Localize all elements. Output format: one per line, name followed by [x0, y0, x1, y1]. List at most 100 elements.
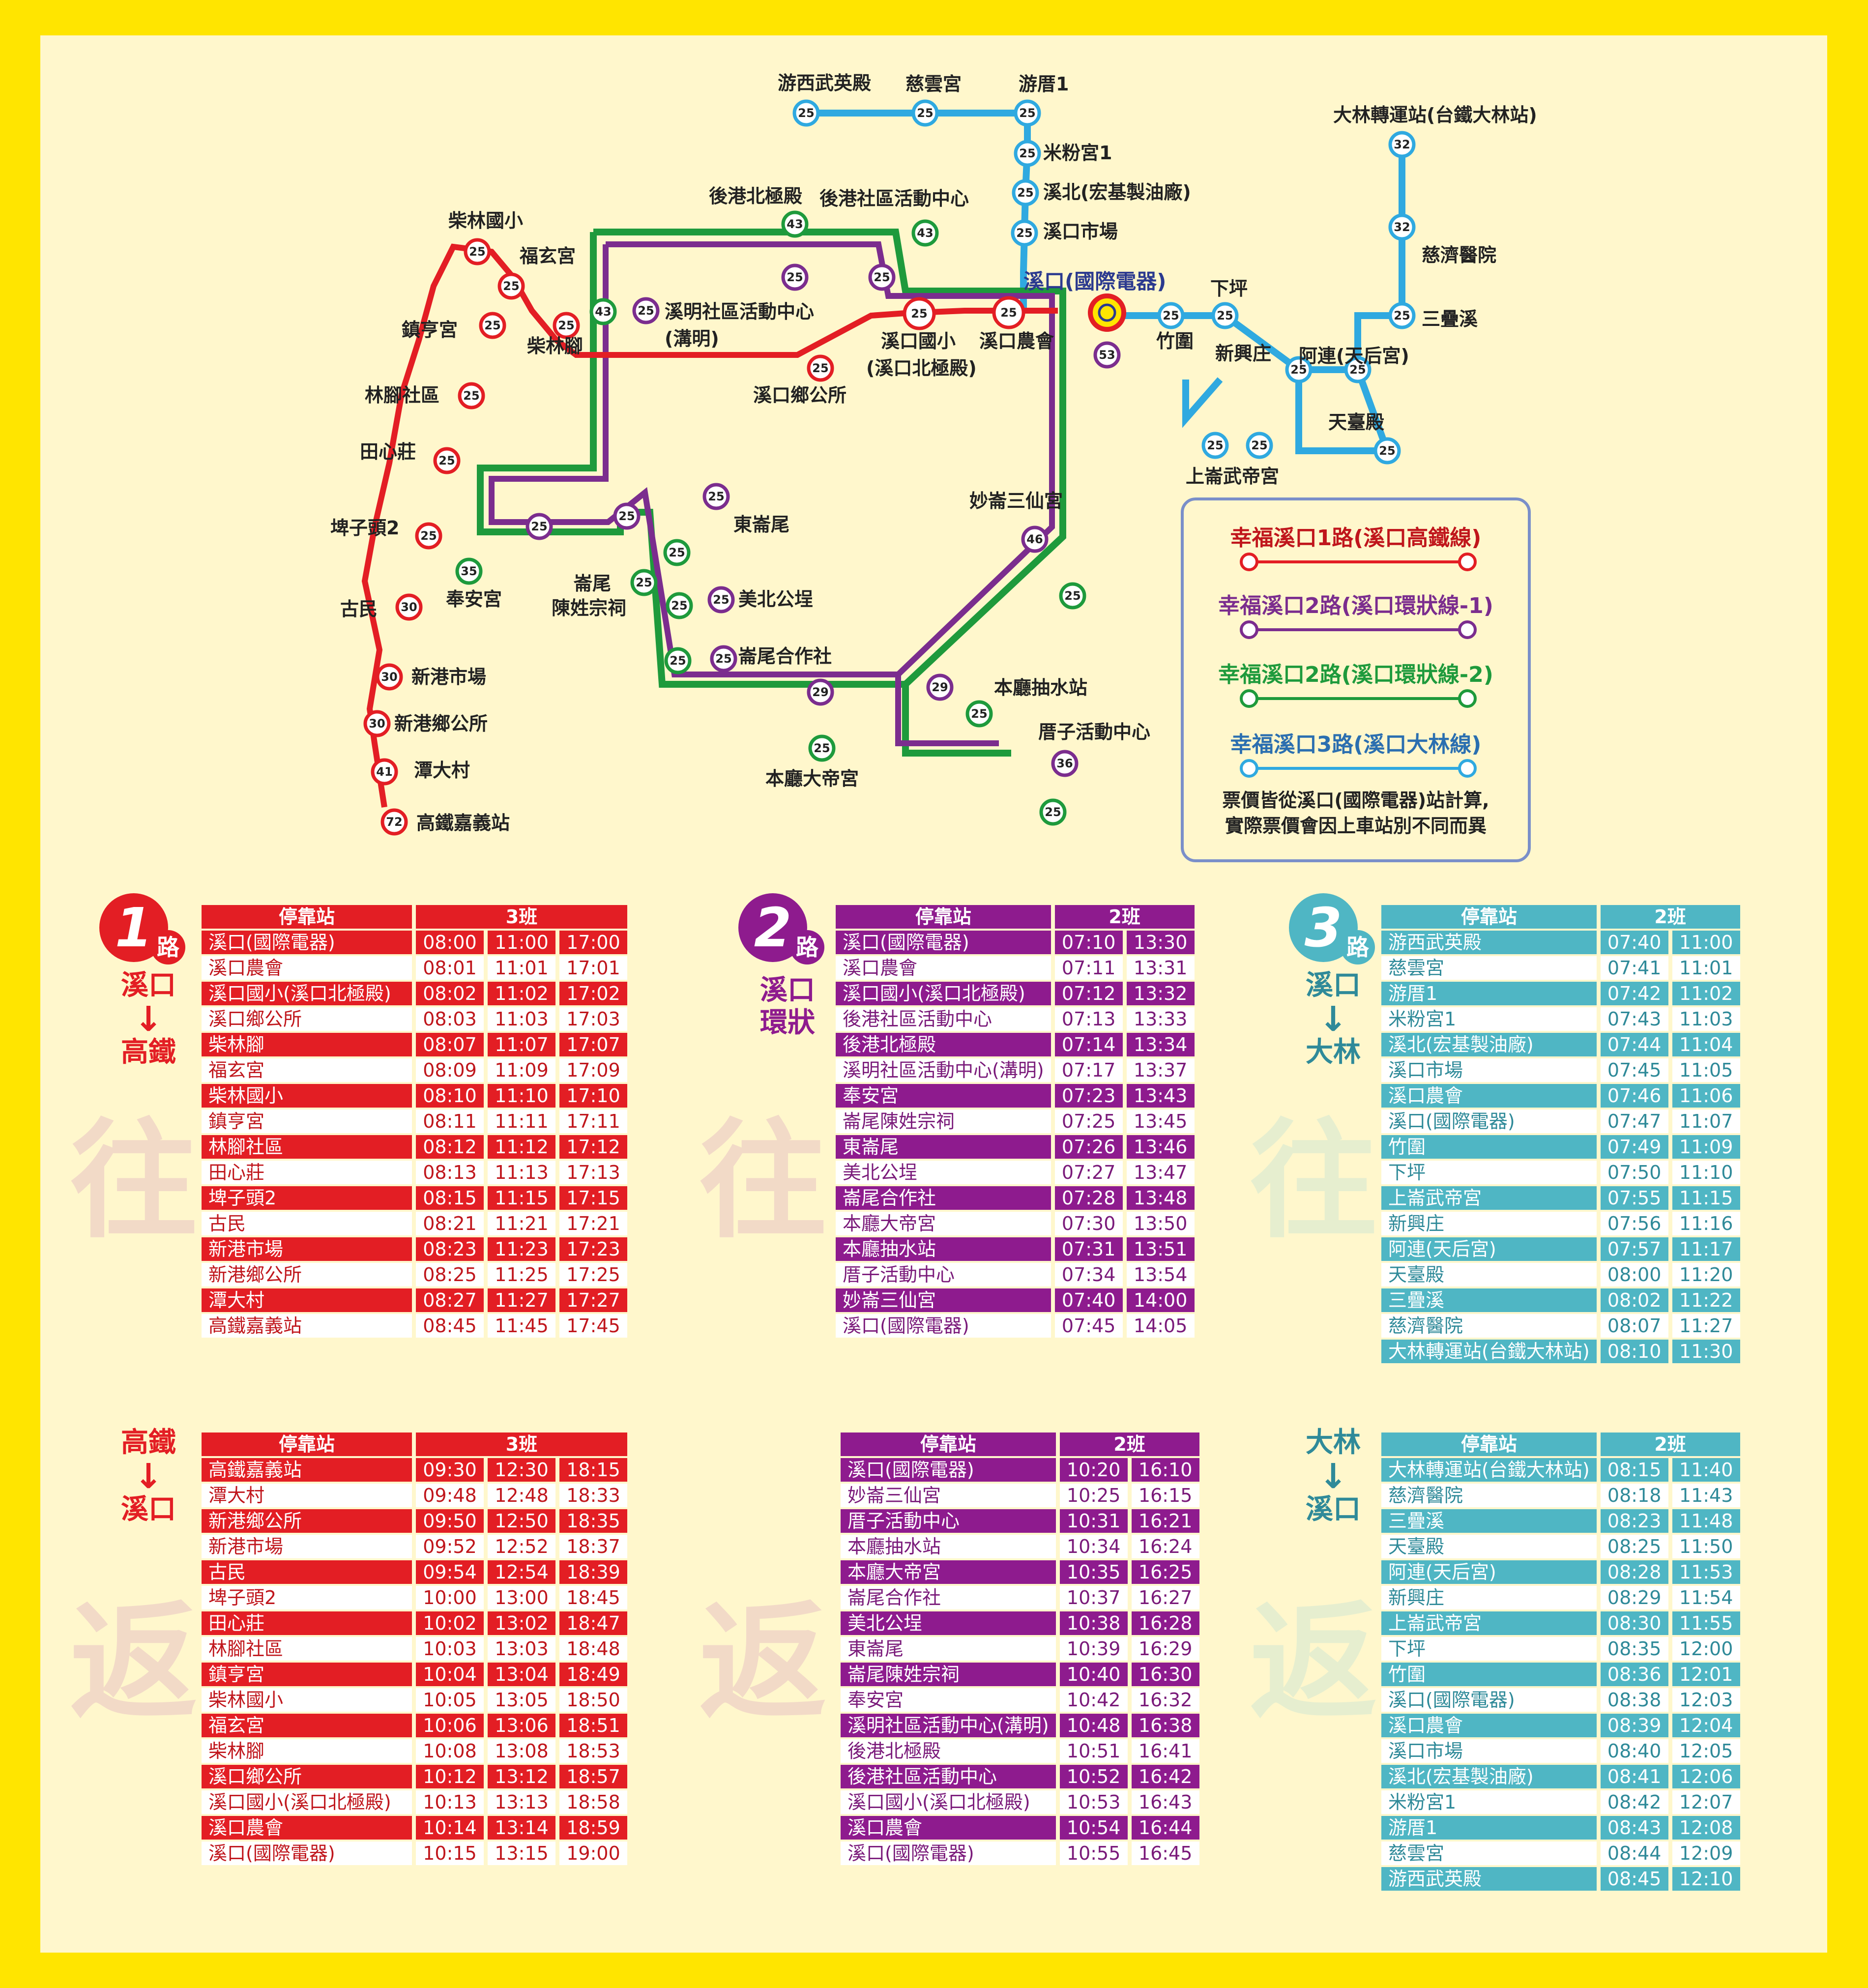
svg-text:大林轉運站(台鐵大林站): 大林轉運站(台鐵大林站) [1333, 104, 1537, 126]
svg-text:25: 25 [1379, 444, 1395, 458]
stop-name-cell: 後港北極殿 [836, 1033, 1051, 1056]
departure-time-cell: 17:21 [559, 1212, 627, 1235]
departure-time-cell: 14:00 [1126, 1288, 1195, 1312]
departure-time-cell: 16:41 [1131, 1739, 1199, 1763]
departure-time-cell: 08:23 [1600, 1509, 1668, 1533]
departure-time-cell: 10:04 [416, 1663, 484, 1686]
svg-text:本廳抽水站: 本廳抽水站 [994, 677, 1087, 699]
svg-text:30: 30 [369, 717, 385, 731]
departure-time-cell: 08:10 [416, 1084, 484, 1108]
departure-time-cell: 17:13 [559, 1161, 627, 1184]
departure-time-cell: 11:03 [1672, 1007, 1740, 1031]
stop-name-cell: 新港市場 [202, 1535, 412, 1558]
departure-time-cell: 16:29 [1131, 1637, 1199, 1661]
route3-back-arrow: ↓ [1318, 1456, 1348, 1496]
svg-text:田心莊: 田心莊 [360, 441, 416, 463]
svg-text:潭大村: 潭大村 [414, 760, 470, 781]
departure-time-cell: 11:50 [1672, 1535, 1740, 1558]
departure-time-cell: 13:45 [1126, 1110, 1195, 1133]
departure-time-cell: 17:15 [559, 1186, 627, 1210]
departure-time-cell: 18:35 [559, 1509, 627, 1533]
departure-time-cell: 18:48 [559, 1637, 627, 1661]
departure-time-cell: 08:01 [416, 956, 484, 980]
departure-time-cell: 12:06 [1672, 1765, 1740, 1788]
departure-time-cell: 08:02 [416, 982, 484, 1005]
route1-back-to: 溪口 [121, 1493, 176, 1525]
departure-time-cell: 10:12 [416, 1765, 484, 1788]
stop-name-cell: 妙崙三仙宮 [841, 1484, 1056, 1507]
route2-go-col-runs: 2班 [1054, 905, 1195, 929]
departure-time-cell: 08:38 [1600, 1688, 1668, 1712]
departure-time-cell: 07:42 [1600, 982, 1668, 1005]
stop-name-cell: 慈濟醫院 [1381, 1484, 1597, 1507]
stop-name-cell: 竹圍 [1381, 1135, 1597, 1159]
departure-time-cell: 07:34 [1054, 1263, 1123, 1286]
svg-text:32: 32 [1394, 220, 1410, 234]
svg-text:36: 36 [1056, 757, 1073, 770]
departure-time-cell: 18:45 [559, 1586, 627, 1609]
svg-text:25: 25 [469, 245, 485, 259]
route3-go-to: 大林 [1306, 1036, 1361, 1068]
departure-time-cell: 11:10 [488, 1084, 555, 1108]
route3-number-badge: 3 [1289, 893, 1358, 962]
legend-route2b-swatch [1240, 689, 1477, 708]
svg-text:25: 25 [874, 270, 890, 284]
svg-text:25: 25 [638, 304, 654, 318]
route3-back-from: 大林 [1306, 1427, 1361, 1459]
departure-time-cell: 11:00 [1672, 931, 1740, 954]
route1-go-arrow: ↓ [134, 999, 163, 1039]
departure-time-cell: 16:25 [1131, 1560, 1199, 1584]
svg-text:慈濟醫院: 慈濟醫院 [1422, 244, 1496, 266]
departure-time-cell: 08:30 [1600, 1611, 1668, 1635]
route1-go-col-runs: 3班 [416, 905, 627, 929]
svg-text:25: 25 [558, 319, 574, 332]
departure-time-cell: 11:22 [1672, 1288, 1740, 1312]
departure-time-cell: 08:36 [1600, 1663, 1668, 1686]
departure-time-cell: 13:30 [1126, 931, 1195, 954]
svg-text:72: 72 [386, 815, 402, 829]
stop-name-cell: 阿連(天后宮) [1381, 1560, 1597, 1584]
departure-time-cell: 17:45 [559, 1314, 627, 1338]
fare-markers [363, 99, 1416, 836]
departure-time-cell: 08:27 [416, 1288, 484, 1312]
svg-text:25: 25 [713, 593, 729, 607]
stop-name-cell: 溪口農會 [1381, 1714, 1597, 1737]
departure-time-cell: 13:34 [1126, 1033, 1195, 1056]
departure-time-cell: 16:32 [1131, 1688, 1199, 1712]
departure-time-cell: 09:52 [416, 1535, 484, 1558]
stop-name-cell: 慈雲宮 [1381, 956, 1597, 980]
svg-text:(溪口北極殿): (溪口北極殿) [866, 357, 977, 379]
departure-time-cell: 10:35 [1059, 1560, 1128, 1584]
svg-text:三疊溪: 三疊溪 [1422, 308, 1478, 330]
departure-time-cell: 12:04 [1672, 1714, 1740, 1737]
stop-name-cell: 溪口國小(溪口北極殿) [202, 982, 412, 1005]
svg-text:25: 25 [1045, 805, 1061, 819]
departure-time-cell: 11:01 [1672, 956, 1740, 980]
departure-time-cell: 08:15 [1600, 1458, 1668, 1482]
svg-text:25: 25 [1163, 309, 1179, 322]
svg-text:柴林腳: 柴林腳 [527, 335, 583, 357]
stop-name-cell: 後港北極殿 [841, 1739, 1056, 1763]
